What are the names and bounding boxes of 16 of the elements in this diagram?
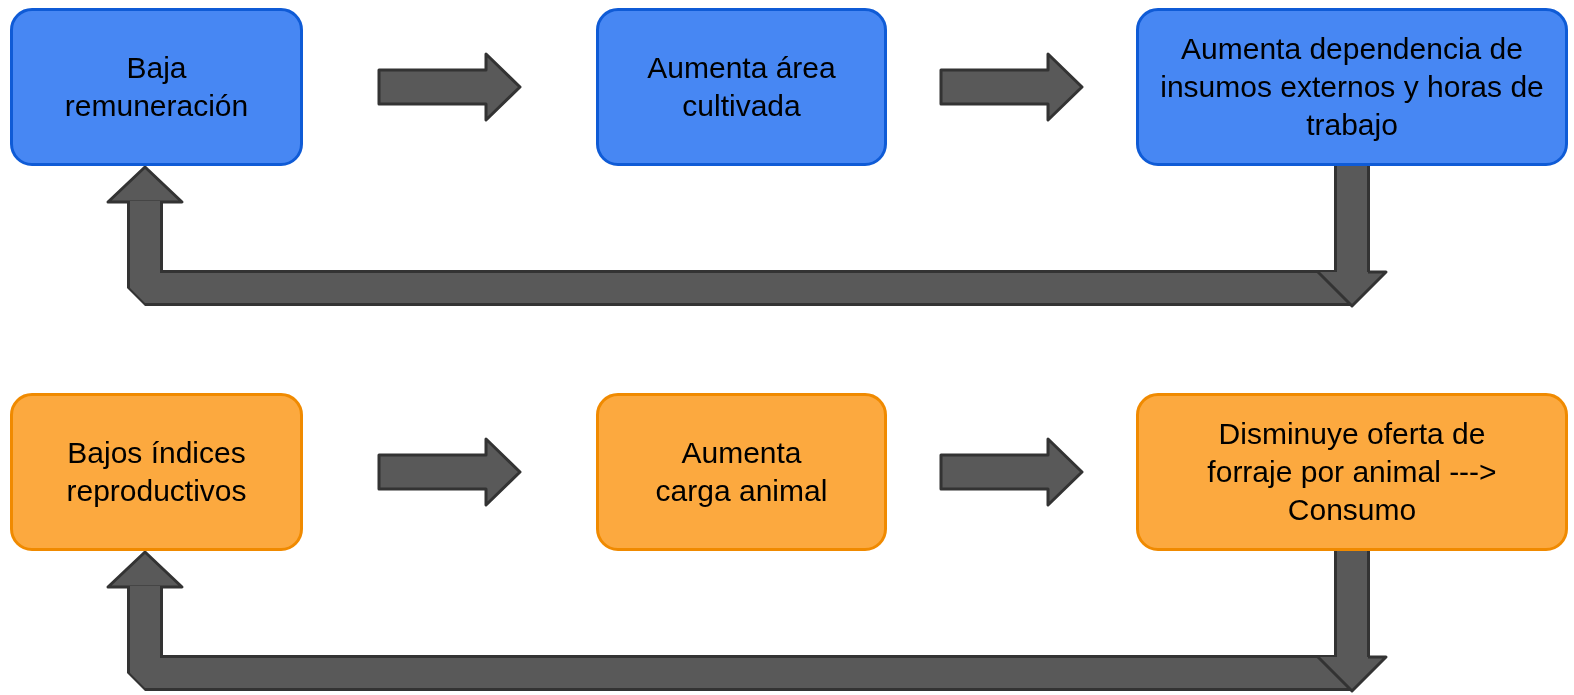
- block-arrow: [377, 437, 522, 507]
- box-text: Disminuye oferta de forraje por animal ---> Consumo: [1206, 416, 1498, 528]
- box-text: Aumenta dependencia de insumos externos y horas de trabajo: [1159, 31, 1545, 143]
- block-arrow: [939, 437, 1084, 507]
- block-arrow: [939, 52, 1084, 122]
- process-box: [10, 8, 303, 166]
- box-text: Baja remuneración: [63, 50, 250, 124]
- box-text: Aumenta área cultivada: [646, 50, 837, 124]
- block-arrow: [377, 52, 522, 122]
- box-text: Aumenta carga animal: [654, 435, 829, 509]
- process-box: [1136, 8, 1568, 166]
- box-text: Bajos índices reproductivos: [65, 435, 248, 509]
- process-box: [1136, 393, 1568, 551]
- process-box: [10, 393, 303, 551]
- process-box: [596, 8, 887, 166]
- process-box: [596, 393, 887, 551]
